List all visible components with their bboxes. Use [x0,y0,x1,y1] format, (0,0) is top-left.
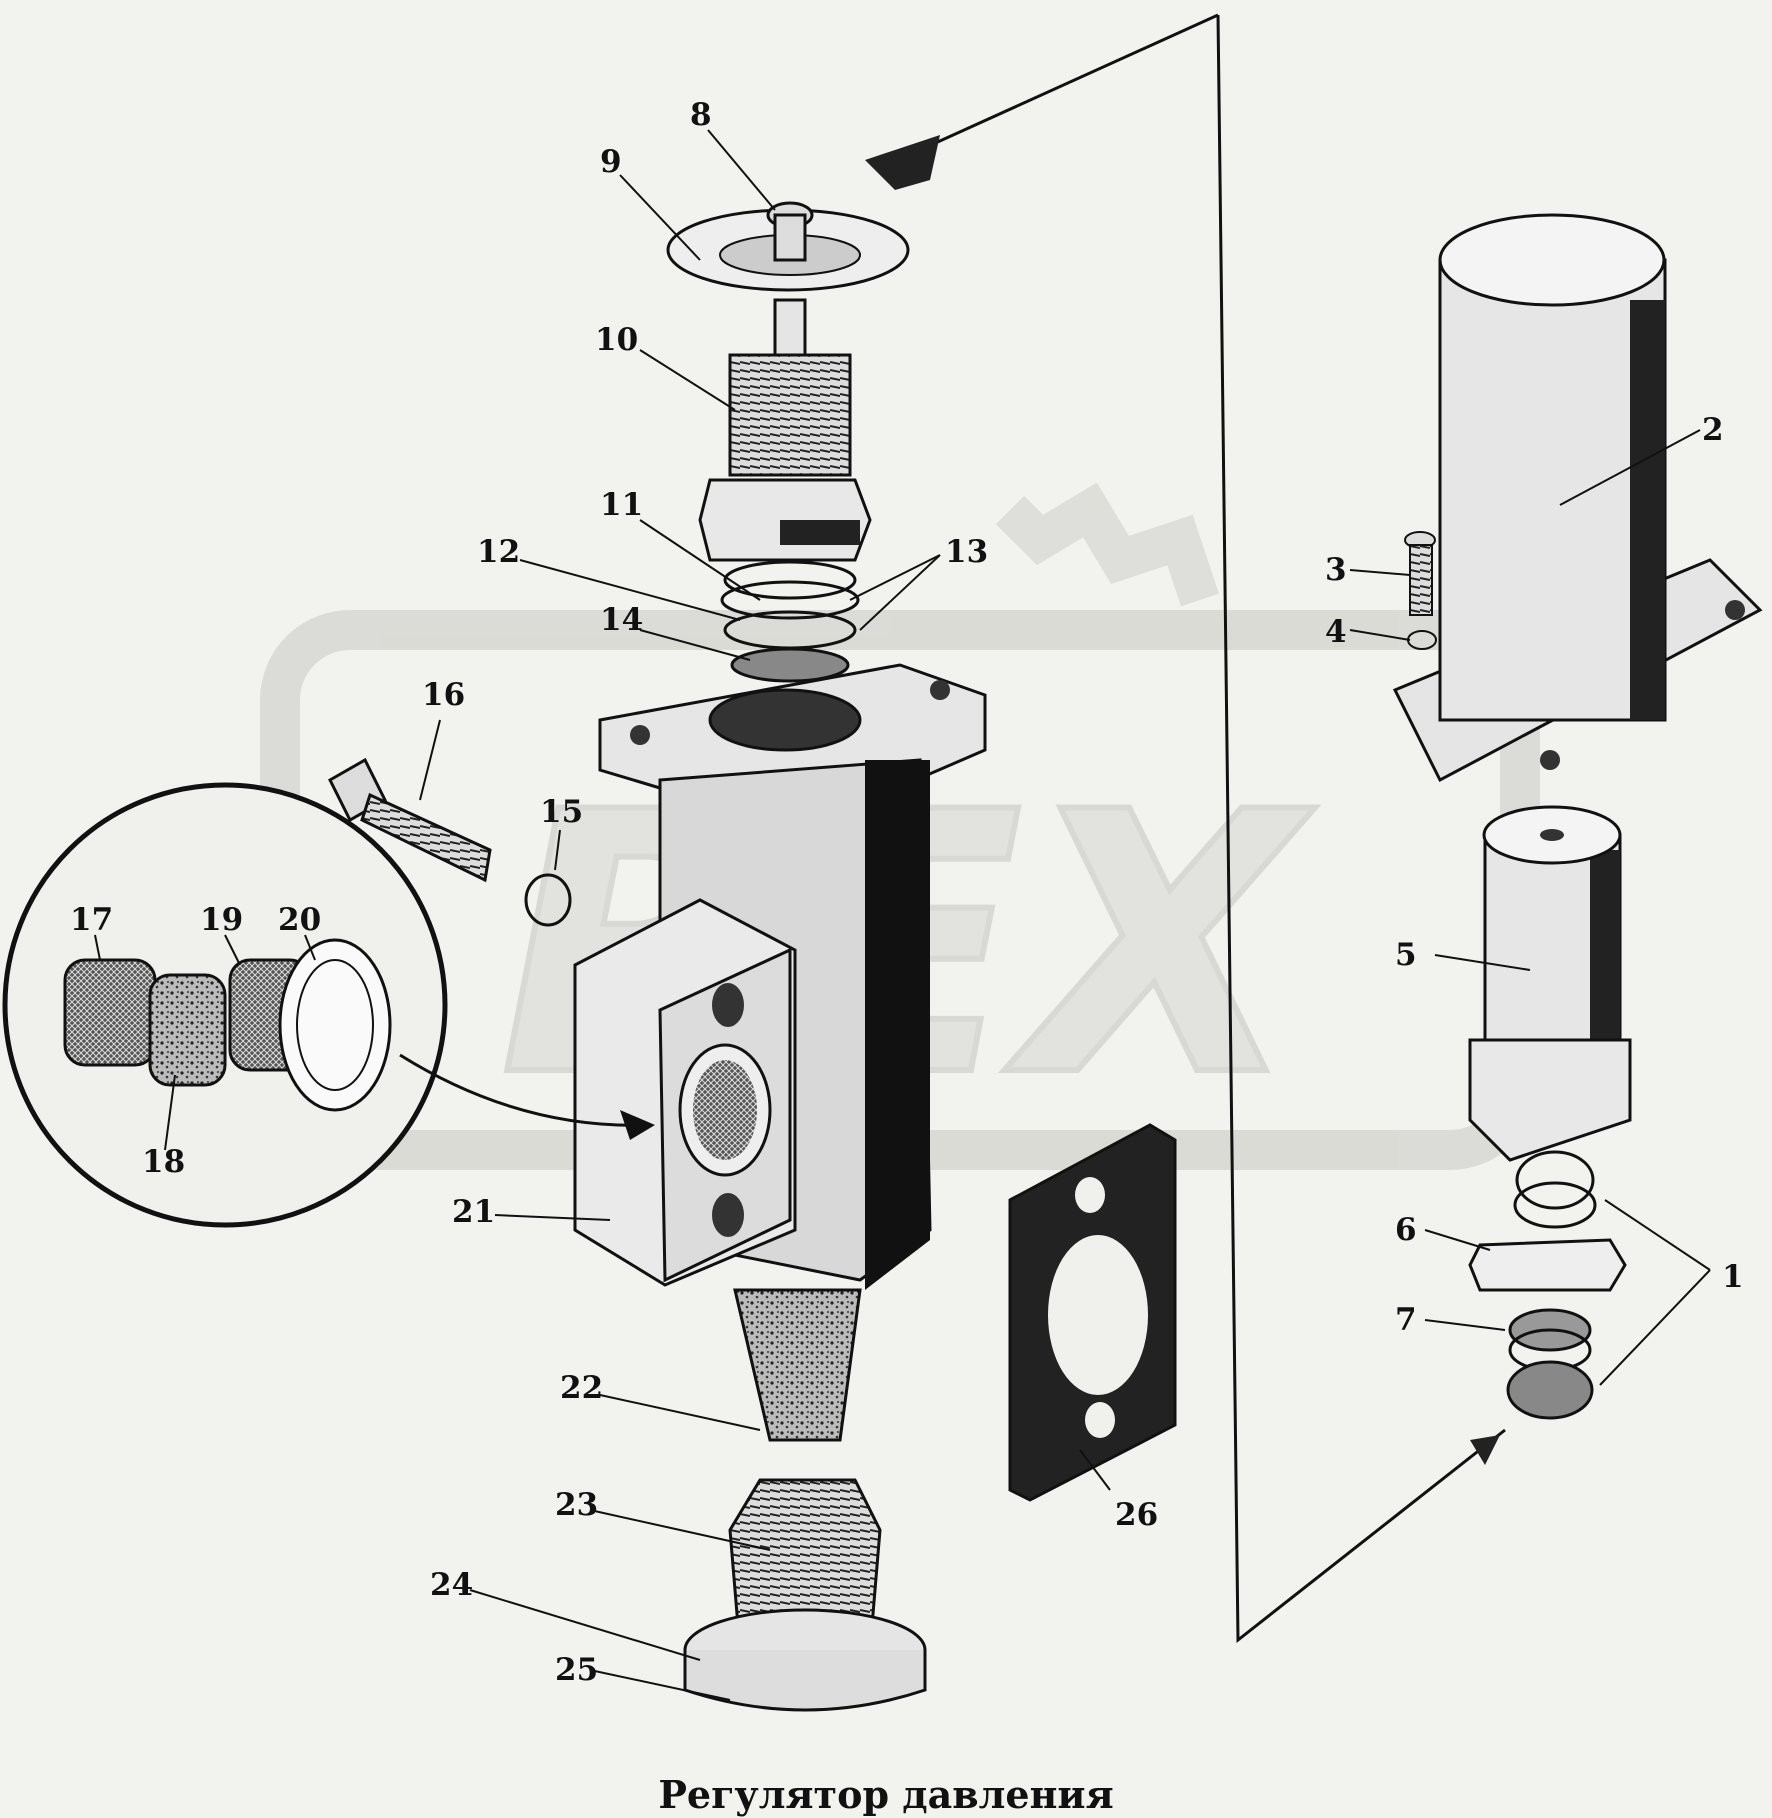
arrow-head-bottom [1470,1435,1500,1465]
callout-6: 6 [1395,1212,1417,1248]
callout-7: 7 [1395,1302,1417,1338]
gasket-part-26 [1008,1123,1177,1502]
bolt-part-16 [328,757,492,883]
assembly-frame-line [865,13,1506,1644]
cover-part-2 [1392,213,1763,783]
callout-16: 16 [422,677,465,713]
callout-2: 2 [1702,412,1724,448]
leader-lines [94,129,1711,1701]
callout-25: 25 [555,1652,598,1688]
callout-22: 22 [560,1370,603,1406]
screw-part-8 [766,201,814,262]
callout-8: 8 [690,97,712,133]
nut-part-24-25 [683,1608,927,1712]
stem-part-22 [733,1288,862,1442]
callout-1: 1 [1722,1259,1744,1295]
callout-5: 5 [1395,937,1417,973]
callout-12: 12 [477,534,520,570]
callout-26: 26 [1115,1497,1158,1533]
callout-23: 23 [555,1487,598,1523]
callout-21: 21 [452,1194,495,1230]
callout-13: 13 [945,534,988,570]
callout-4: 4 [1325,614,1347,650]
spring-washers-parts-11-14 [720,560,860,683]
valve-parts-1-6-7 [1468,1150,1627,1420]
lock-washer-part-15 [524,873,572,927]
core-part-5 [1468,805,1632,1162]
callout-11: 11 [600,487,643,523]
callout-15: 15 [540,794,583,830]
filter-detail-inset [2,782,655,1228]
callout-18: 18 [142,1144,185,1180]
screw-part-3 [1404,531,1436,616]
callout-17: 17 [70,902,113,938]
callout-20: 20 [278,902,321,938]
arrow-head-top [865,135,940,190]
callout-10: 10 [595,322,638,358]
callout-9: 9 [600,144,622,180]
callout-14: 14 [600,602,643,638]
adjusting-screw-part-10 [698,298,872,562]
diagram-caption: Регулятор давления [658,1772,1114,1817]
regulator-body-part-21 [573,663,987,1290]
callout-19: 19 [200,902,243,938]
callout-3: 3 [1325,552,1347,588]
callout-labels: 1 2 3 4 5 6 7 8 9 10 11 12 13 14 15 16 1… [70,97,1744,1688]
callout-24: 24 [430,1567,473,1603]
